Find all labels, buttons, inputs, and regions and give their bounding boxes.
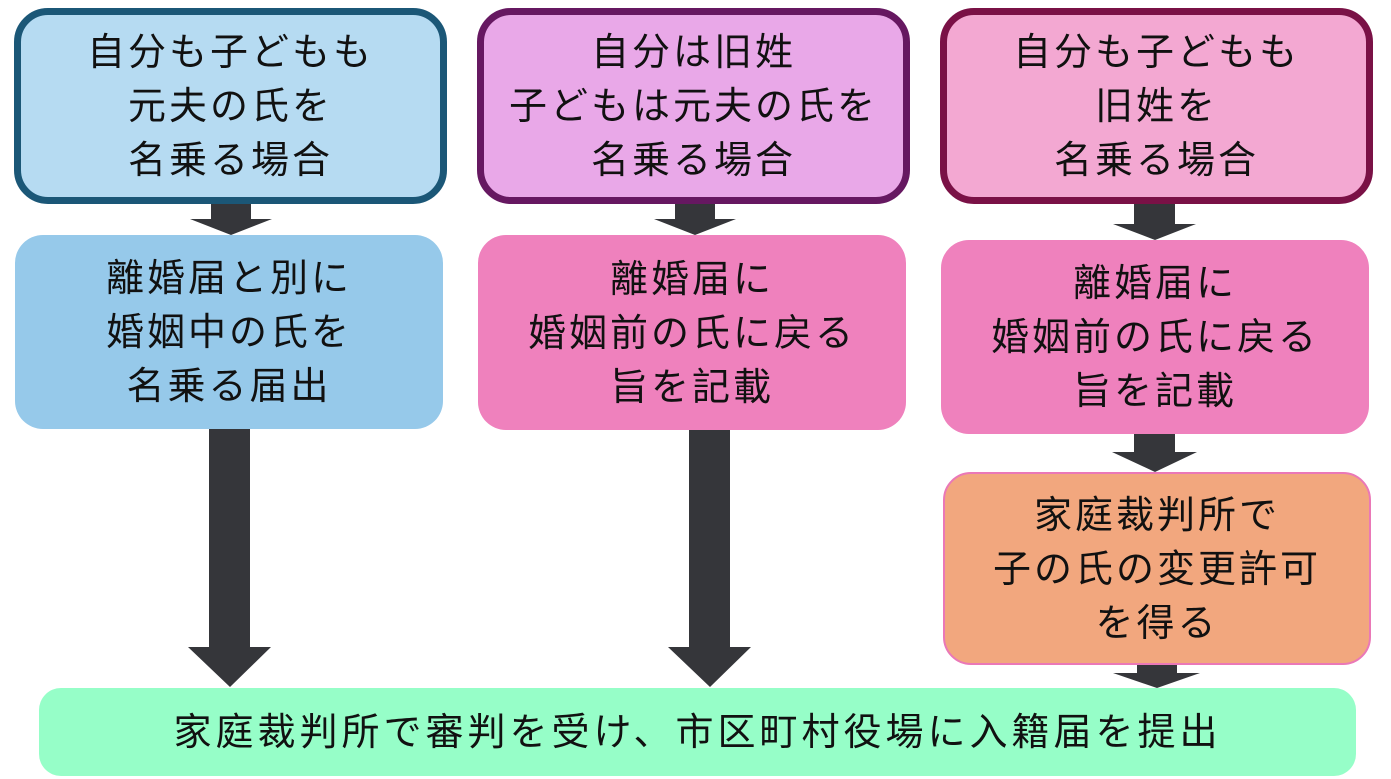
- step-box-line: 離婚届に: [609, 256, 774, 301]
- step-box-line: 旨を記載: [1072, 369, 1237, 413]
- step-box-line: 家庭裁判所で: [1033, 492, 1280, 537]
- arrow-down-icon: [190, 204, 274, 236]
- step-box-court-child-name-change: 家庭裁判所で 子の氏の変更許可 を得る: [943, 472, 1371, 665]
- case-box-line: 子どもは元夫の氏を: [508, 84, 878, 128]
- step-box-line: 婚姻前の氏に戻る: [527, 310, 856, 355]
- final-box-court-ruling-and-registration: 家庭裁判所で審判を受け、市区町村役場に入籍届を提出: [39, 688, 1356, 776]
- step-box-divorce-form-return-name: 離婚届に 婚姻前の氏に戻る 旨を記載: [478, 235, 906, 430]
- case-box-line: 自分も子どもも: [86, 30, 374, 74]
- case-box-keep-husband-name-both: 自分も子どもも 元夫の氏を 名乗る場合: [14, 8, 447, 204]
- step-box-divorce-form-return-name: 離婚届に 婚姻前の氏に戻る 旨を記載: [941, 240, 1369, 434]
- case-box-line: 名乗る場合: [127, 138, 333, 182]
- step-box-line: 婚姻前の氏に戻る: [990, 315, 1319, 359]
- case-box-line: 名乗る場合: [1053, 138, 1259, 182]
- step-box-line: 婚姻中の氏を: [105, 310, 352, 354]
- arrow-down-icon: [1112, 434, 1198, 473]
- arrow-down-icon: [1113, 665, 1201, 689]
- step-box-line: 子の氏の変更許可: [992, 546, 1321, 591]
- arrow-down-icon: [188, 429, 272, 688]
- step-box-line: 離婚届に: [1072, 261, 1237, 305]
- case-box-line: 自分も子どもも: [1012, 30, 1300, 74]
- case-box-line: 旧姓を: [1094, 84, 1218, 128]
- step-box-line: 離婚届と別に: [105, 256, 352, 300]
- case-box-line: 自分は旧姓: [590, 30, 796, 74]
- case-box-line: 元夫の氏を: [127, 84, 333, 128]
- final-box-text: 家庭裁判所で審判を受け、市区町村役場に入籍届を提出: [173, 710, 1222, 754]
- step-box-line: を得る: [1095, 600, 1219, 645]
- case-box-self-maiden-child-husband: 自分は旧姓 子どもは元夫の氏を 名乗る場合: [477, 8, 910, 204]
- arrow-down-icon: [668, 430, 752, 688]
- step-box-name-continuation-notice: 離婚届と別に 婚姻中の氏を 名乗る届出: [15, 235, 443, 429]
- step-box-line: 旨を記載: [609, 364, 774, 409]
- step-box-line: 名乗る届出: [126, 364, 332, 408]
- arrow-down-icon: [654, 204, 738, 236]
- arrow-down-icon: [1113, 204, 1197, 241]
- case-box-maiden-name-both: 自分も子どもも 旧姓を 名乗る場合: [940, 8, 1373, 204]
- case-box-line: 名乗る場合: [590, 138, 796, 182]
